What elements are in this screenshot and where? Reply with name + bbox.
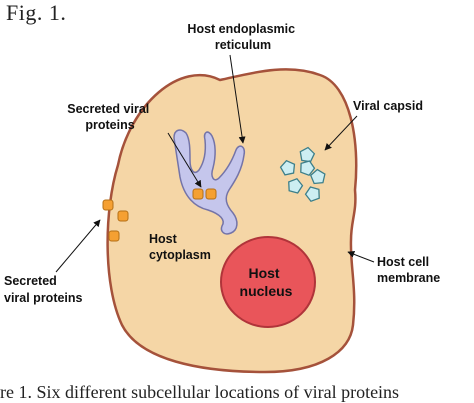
label-nucleus-line1: Host xyxy=(248,265,279,281)
label-cytoplasm: Host cytoplasm xyxy=(149,232,211,262)
secreted-proteins-inner xyxy=(192,188,217,200)
label-secreted-outer-line1: Secreted xyxy=(4,274,57,288)
label-nucleus: Host nucleus xyxy=(240,265,293,299)
label-secreted-inner-line2: proteins xyxy=(85,118,134,132)
label-nucleus-line2: nucleus xyxy=(240,283,293,299)
endoplasmic-reticulum xyxy=(173,129,246,235)
label-cytoplasm-line1: Host xyxy=(149,232,178,246)
pointer-arrows xyxy=(55,54,375,273)
label-er-line2: reticulum xyxy=(215,38,271,52)
label-membrane: Host cell membrane xyxy=(377,255,440,285)
secreted-proteins-outer xyxy=(102,199,129,242)
protein-square xyxy=(102,199,114,211)
capsid-pentagon xyxy=(288,177,304,194)
label-secreted-inner-line1: Secreted viral xyxy=(67,102,149,116)
capsid-pentagon xyxy=(299,146,316,163)
protein-square xyxy=(192,188,204,200)
label-er: Host endoplasmic reticulum xyxy=(187,22,298,52)
label-cytoplasm-line2: cytoplasm xyxy=(149,248,211,262)
protein-square xyxy=(205,188,217,200)
arrow-secreted-outer xyxy=(55,219,101,273)
figure-caption: re 1. Six different subcellular location… xyxy=(0,382,400,402)
arrow-secreted-inner xyxy=(167,132,202,188)
arrow-er xyxy=(229,54,246,144)
label-secreted-outer-line2: viral proteins xyxy=(4,291,83,305)
protein-square xyxy=(108,230,120,242)
capsid-pentagon xyxy=(300,160,316,177)
host-nucleus xyxy=(220,236,316,328)
label-secreted-inner: Secreted viral proteins xyxy=(67,102,152,132)
label-er-line1: Host endoplasmic xyxy=(187,22,295,36)
label-viral-capsid: Viral capsid xyxy=(353,99,423,113)
protein-square xyxy=(117,210,129,222)
arrow-membrane xyxy=(347,250,375,263)
figure-label: Fig. 1. xyxy=(6,0,67,25)
label-viral-capsid-line1: Viral capsid xyxy=(353,99,423,113)
capsid-pentagon xyxy=(279,159,296,176)
label-membrane-line1: Host cell xyxy=(377,255,429,269)
capsid-pentagon xyxy=(304,186,320,203)
label-membrane-line2: membrane xyxy=(377,271,440,285)
label-secreted-outer: Secreted viral proteins xyxy=(4,274,83,305)
arrow-capsid xyxy=(324,115,358,151)
viral-capsids xyxy=(279,146,326,203)
capsid-pentagon xyxy=(309,168,326,185)
